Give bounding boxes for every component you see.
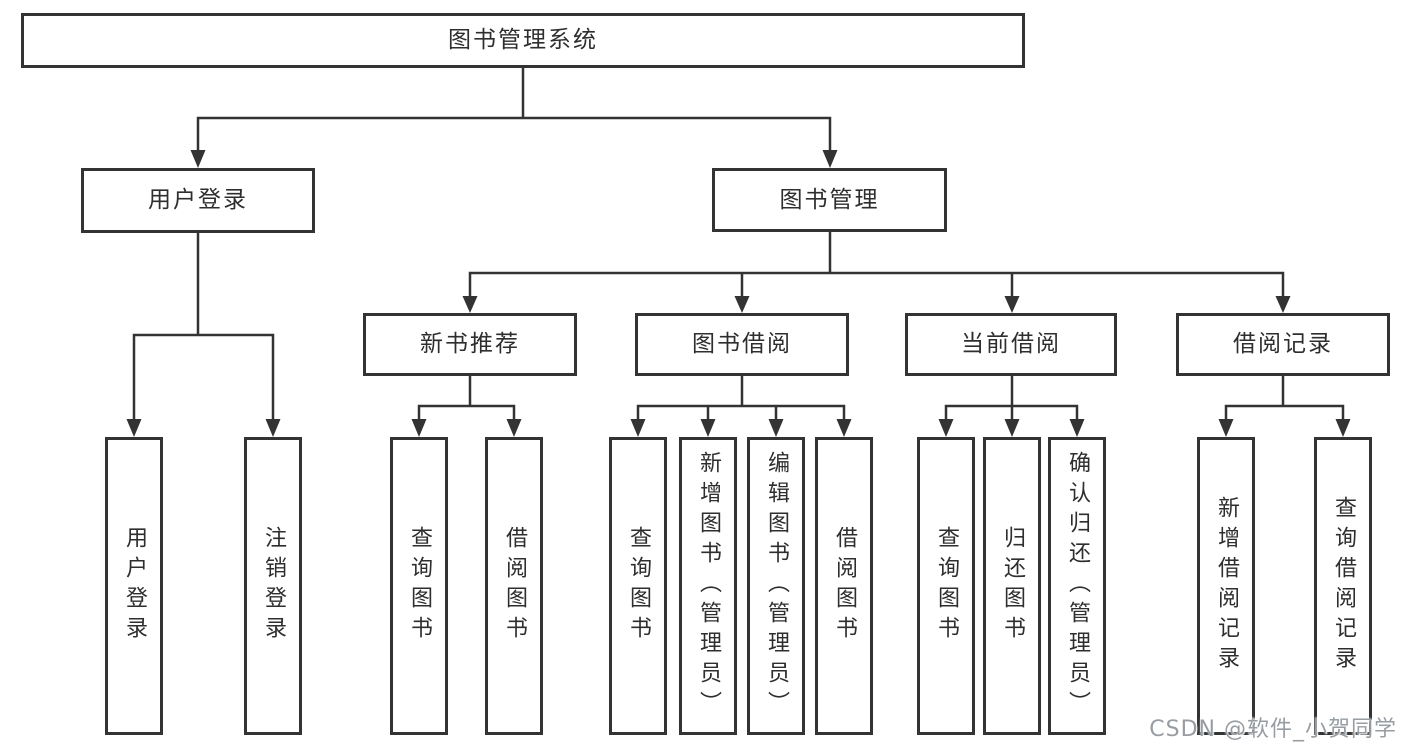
node-new-book-recommendation: 新书推荐 (363, 313, 577, 376)
node-label: 归还图书 (1000, 526, 1025, 646)
connector-borrow-record-children (1224, 374, 1345, 422)
watermark: CSDN @软件_小贺同学 (1149, 717, 1397, 742)
node-label: 用户登录 (122, 526, 147, 646)
node-add-books-admin: 新增图书（管理员） (679, 437, 737, 735)
node-label: 新增图书（管理员） (696, 451, 721, 721)
connector-root-to-level2 (196, 66, 832, 153)
node-borrow-books: 借阅图书 (485, 437, 543, 735)
node-label: 查询图书 (407, 526, 432, 646)
connector-user-login-children (132, 231, 275, 422)
arrowheads (126, 150, 1351, 437)
node-user-login: 用户登录 (81, 168, 315, 233)
node-add-borrow-record: 新增借阅记录 (1197, 437, 1255, 735)
connector-new-book-children (417, 374, 516, 422)
node-label: 注销登录 (261, 526, 286, 646)
connector-book-borrow-children (636, 374, 846, 422)
connector-book-management-children (468, 230, 1285, 299)
node-book-borrowing: 图书借阅 (635, 313, 849, 376)
node-borrowing-records: 借阅记录 (1176, 313, 1390, 376)
node-borrow-books: 借阅图书 (815, 437, 873, 735)
node-query-borrow-record: 查询借阅记录 (1314, 437, 1372, 735)
node-label: 编辑图书（管理员） (764, 451, 789, 721)
node-return-books: 归还图书 (983, 437, 1041, 735)
node-root-library-system: 图书管理系统 (21, 13, 1025, 68)
node-query-books: 查询图书 (390, 437, 448, 735)
node-current-borrowing: 当前借阅 (905, 313, 1117, 376)
node-label: 借阅图书 (502, 526, 527, 646)
node-query-books: 查询图书 (609, 437, 667, 735)
node-label: 查询借阅记录 (1331, 496, 1356, 676)
node-book-management: 图书管理 (712, 168, 947, 232)
node-confirm-return-admin: 确认归还（管理员） (1048, 437, 1106, 735)
node-label: 确认归还（管理员） (1065, 451, 1090, 721)
node-label: 查询图书 (626, 526, 651, 646)
node-logout-action: 注销登录 (244, 437, 302, 735)
node-user-login-action: 用户登录 (105, 437, 163, 735)
node-query-books: 查询图书 (917, 437, 975, 735)
connector-current-borrow-children (944, 374, 1079, 422)
node-label: 查询图书 (934, 526, 959, 646)
node-edit-books-admin: 编辑图书（管理员） (747, 437, 805, 735)
node-label: 借阅图书 (832, 526, 857, 646)
node-label: 新增借阅记录 (1214, 496, 1239, 676)
